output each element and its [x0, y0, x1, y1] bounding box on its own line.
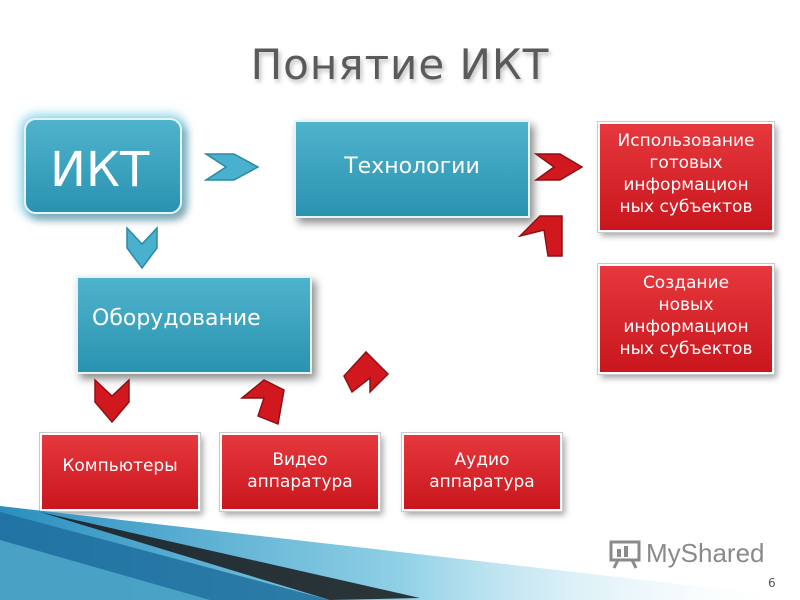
footer-decoration — [0, 506, 800, 600]
arrow-technologies-to-use-existing — [534, 153, 584, 181]
node-video: Видео аппаратура — [219, 432, 381, 512]
node-use-existing: Использование готовых информацион ных су… — [597, 121, 775, 233]
node-use-existing-line-3: информацион — [623, 175, 749, 195]
node-equipment: Оборудование — [76, 276, 312, 374]
node-audio-line-2: аппаратура — [429, 472, 535, 492]
node-ikt: ИКТ — [24, 118, 182, 214]
node-use-existing-line-2: готовых — [649, 153, 723, 173]
arrow-ikt-to-equipment — [126, 226, 158, 270]
arrow-equipment-to-computers — [94, 378, 130, 424]
page-number: 6 — [768, 576, 776, 590]
node-use-existing-line-4: ных субъектов — [619, 197, 753, 217]
node-use-existing-line-1: Использование — [617, 131, 755, 151]
arrow-ikt-to-technologies — [204, 153, 260, 181]
node-computers: Компьютеры — [39, 432, 201, 512]
node-create-new: Создание новых информацион ных субъектов — [597, 263, 775, 375]
node-create-new-line-4: ных субъектов — [619, 339, 753, 359]
node-video-line-1: Видео — [272, 450, 328, 470]
node-video-line-2: аппаратура — [247, 472, 353, 492]
node-technologies: Технологии — [294, 120, 530, 218]
node-computers-label: Компьютеры — [62, 456, 178, 476]
presentation-board-icon — [609, 540, 641, 569]
arrow-equipment-to-video — [239, 379, 285, 426]
node-create-new-line-3: информацион — [623, 317, 749, 337]
slide-title: Понятие ИКТ — [250, 40, 550, 89]
arrow-technologies-to-create-new — [517, 215, 563, 257]
myshared-logo: MyShared — [608, 538, 765, 569]
node-audio: Аудио аппаратура — [401, 432, 563, 512]
node-create-new-line-1: Создание — [642, 273, 730, 293]
arrow-equipment-to-audio — [343, 350, 390, 394]
logo-text: MyShared — [646, 538, 765, 568]
node-create-new-line-2: новых — [658, 295, 714, 315]
node-audio-line-1: Аудио — [454, 450, 510, 470]
